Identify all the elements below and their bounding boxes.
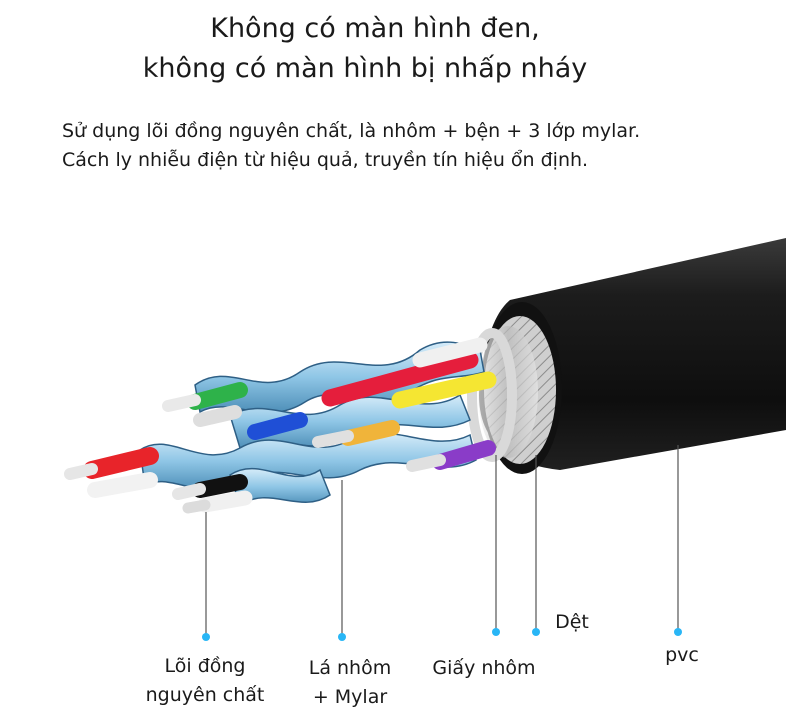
- label-aluminum-mylar: Lá nhôm + Mylar: [300, 654, 400, 712]
- headline-line-2: không có màn hình bị nhấp nháy: [142, 53, 588, 84]
- label-braid: Dệt: [555, 611, 589, 633]
- callout-copper-core: [202, 512, 210, 641]
- label-copper-core-line-2: nguyên chất: [145, 684, 265, 706]
- label-aluminum-mylar-line-2: + Mylar: [312, 686, 388, 708]
- callout-aluminum-mylar: [338, 480, 346, 641]
- label-copper-core-line-1: Lõi đồng: [164, 655, 246, 677]
- headline-line-1: Không có màn hình đen,: [210, 13, 540, 44]
- label-pvc: pvc: [665, 644, 699, 666]
- callout-braid: [532, 455, 540, 636]
- aluminum-paper-ring: [467, 328, 517, 462]
- label-copper-core: Lõi đồng nguyên chất: [140, 652, 270, 710]
- callout-pvc: [674, 445, 682, 636]
- description-line-2: Cách ly nhiễu điện từ hiệu quả, truyền t…: [62, 149, 589, 171]
- description-line-1: Sử dụng lõi đồng nguyên chất, là nhôm + …: [62, 120, 641, 142]
- callout-aluminum-paper: [492, 455, 500, 636]
- label-aluminum-paper: Giấy nhôm: [432, 657, 536, 679]
- label-aluminum-mylar-line-1: Lá nhôm: [308, 657, 392, 679]
- wires: [64, 337, 497, 514]
